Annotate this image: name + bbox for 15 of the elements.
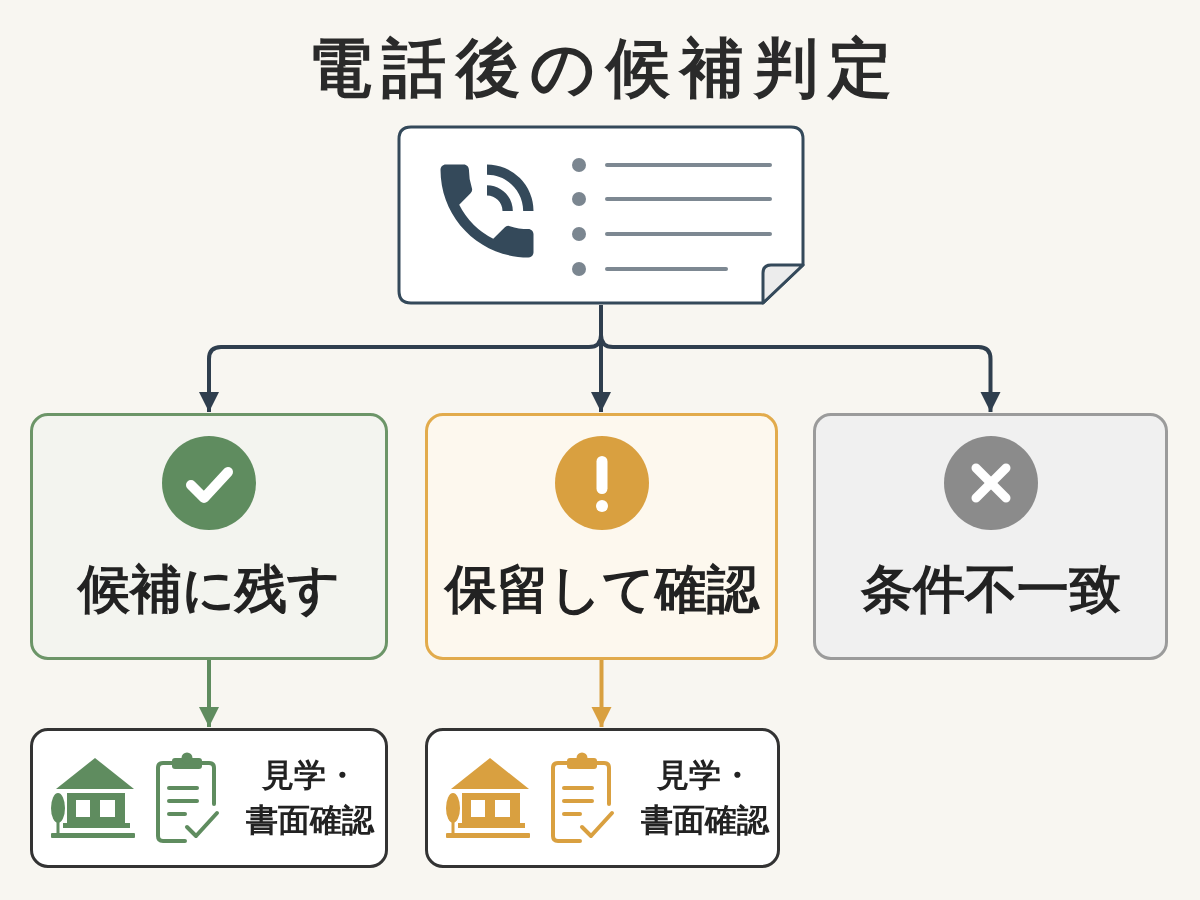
task-card bbox=[30, 728, 388, 868]
status-label: 条件不一致 bbox=[860, 560, 1121, 620]
status-card bbox=[813, 413, 1168, 660]
status-card bbox=[30, 413, 388, 660]
task-label: 見学・書面確認 bbox=[640, 754, 771, 841]
title: 電話後の候補判定 bbox=[307, 30, 902, 107]
task-card bbox=[425, 728, 780, 868]
status-card bbox=[425, 413, 778, 660]
task-label: 見学・書面確認 bbox=[245, 754, 376, 841]
arrow bbox=[591, 660, 612, 727]
note-card bbox=[397, 125, 805, 305]
status-label: 保留して確認 bbox=[444, 560, 759, 620]
arrow bbox=[599, 305, 1001, 412]
arrow bbox=[199, 660, 219, 727]
status-label: 候補に残す bbox=[78, 560, 340, 620]
